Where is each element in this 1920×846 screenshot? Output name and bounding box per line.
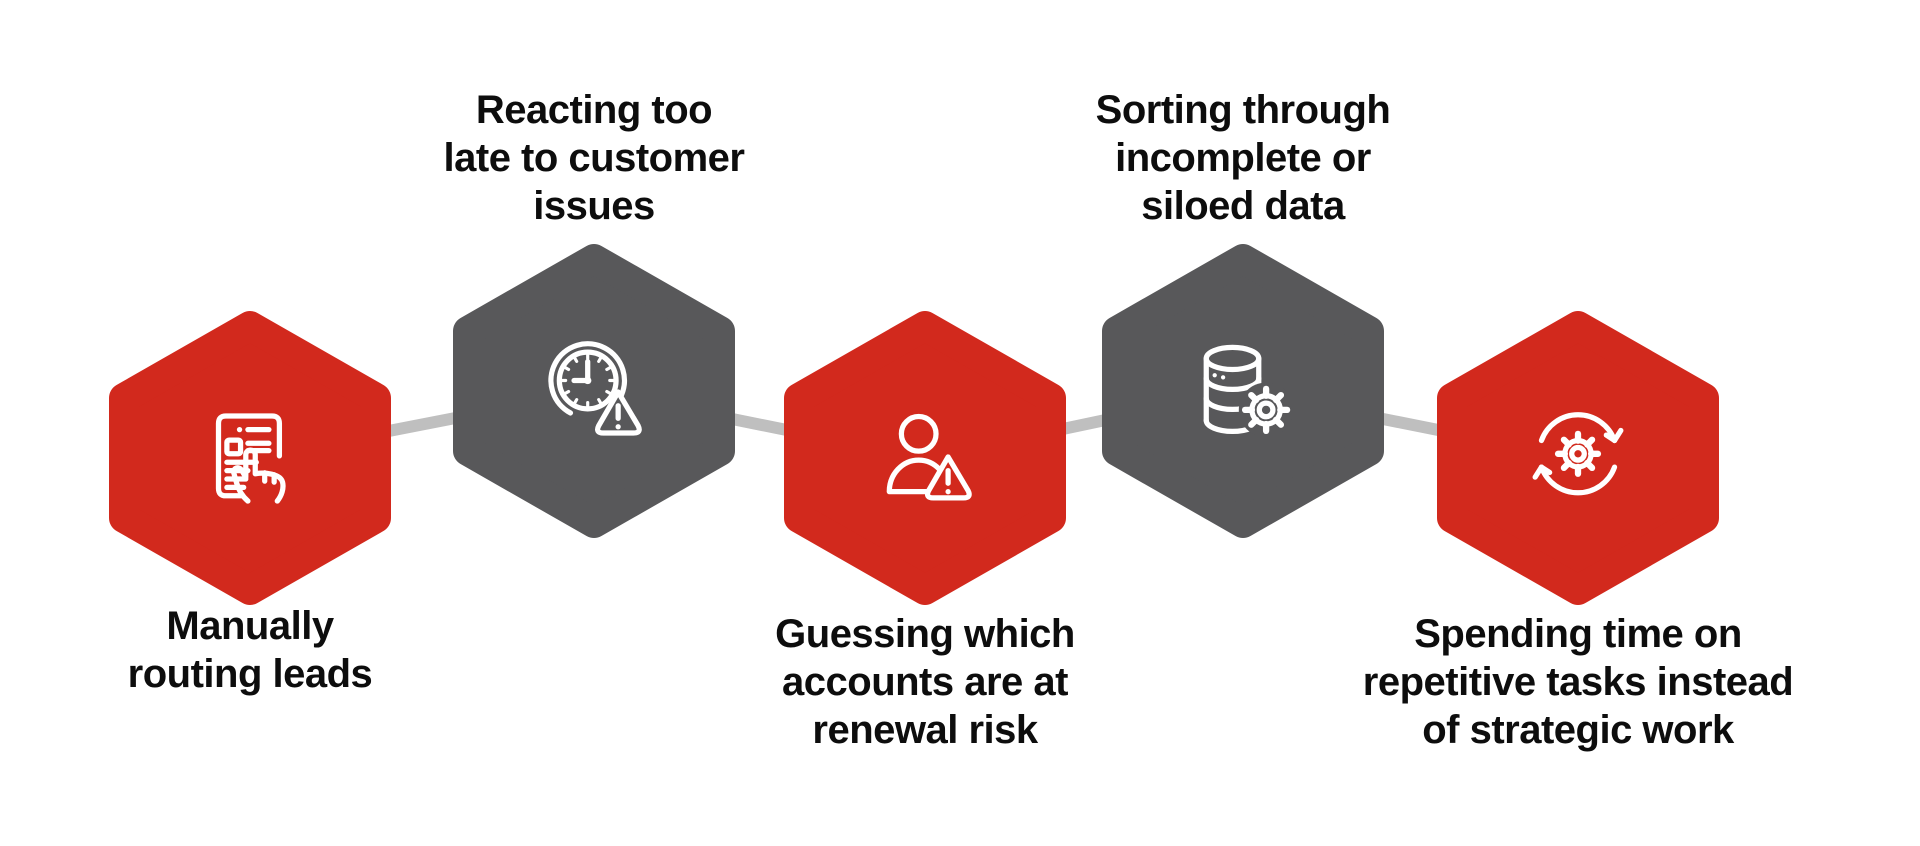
hexagon-shape [109, 311, 391, 605]
hexagon-step-4 [1102, 243, 1384, 539]
hexagon-shape [453, 244, 735, 538]
step-label-3: Guessing which accounts are at renewal r… [775, 612, 1075, 752]
hexagon-shape [784, 311, 1066, 605]
step-label-1: Manually routing leads [127, 604, 373, 696]
sync-gear-icon [1532, 412, 1624, 496]
person-warning-icon [886, 413, 972, 501]
hexagon-shape [109, 311, 391, 605]
database-gear-icon [1203, 344, 1294, 438]
document-pointer-icon [215, 413, 286, 504]
hexagon-shape [453, 244, 735, 538]
clock-warning-icon [548, 341, 642, 436]
hexagon-shape [784, 311, 1066, 605]
hexagon-step-1 [109, 310, 391, 606]
step-label-4: Sorting through incomplete or siloed dat… [1095, 88, 1391, 228]
hexagon-step-2 [453, 243, 735, 539]
step-label-5: Spending time on repetitive tasks instea… [1362, 612, 1794, 752]
hexagon-step-3 [784, 310, 1066, 606]
step-label-2: Reacting too late to customer issues [443, 88, 745, 228]
hexagon-step-5 [1437, 310, 1719, 606]
